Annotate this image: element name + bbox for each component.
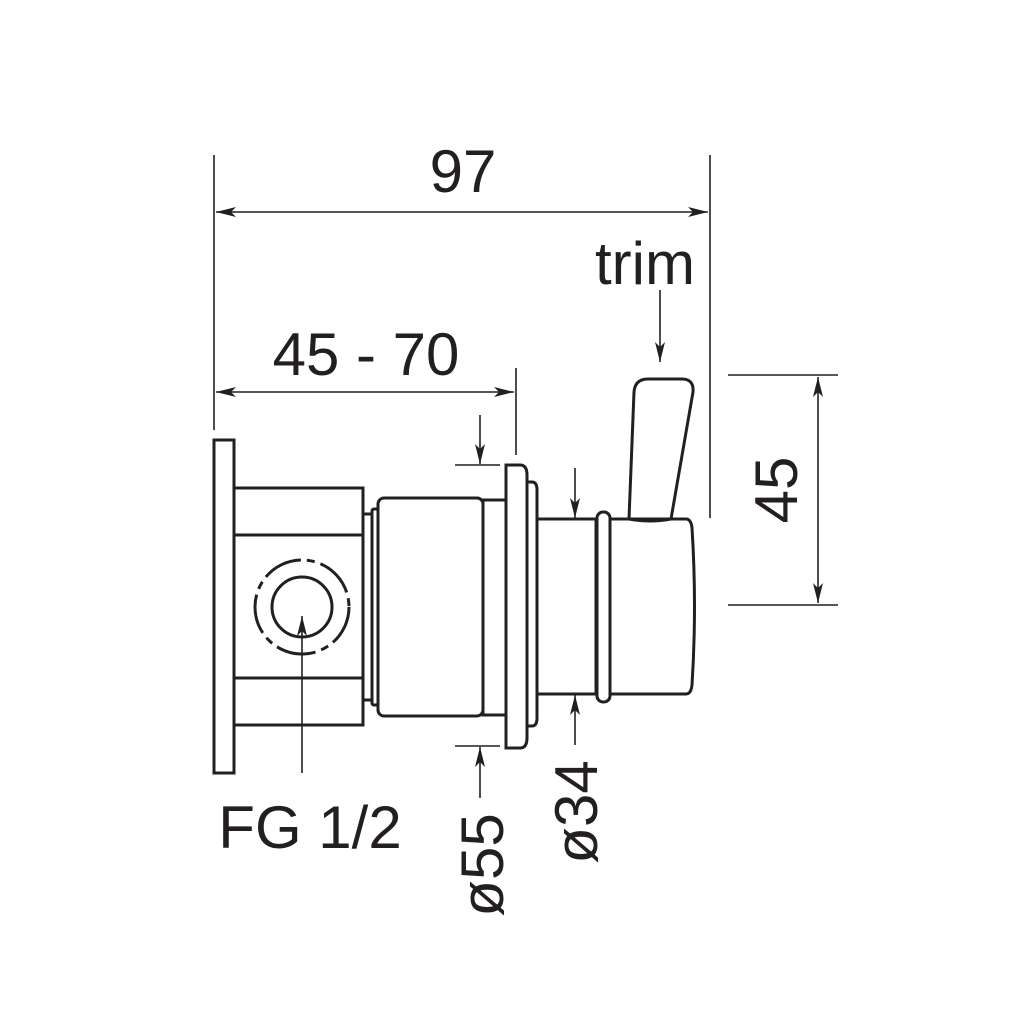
trim-sleeve (535, 517, 598, 696)
label-trim: trim (595, 230, 695, 297)
wall-flange (212, 438, 236, 775)
handle-knob (608, 517, 696, 696)
label-flange-diameter: ø55 (449, 813, 516, 916)
label-sleeve-diameter: ø34 (543, 760, 610, 863)
label-height: 45 (743, 457, 810, 524)
valve-body (212, 377, 696, 775)
lever-handle (627, 377, 695, 523)
dimension-lines (213, 155, 838, 798)
label-connection: FG 1/2 (218, 794, 401, 861)
extension-neck (481, 498, 508, 717)
valve-housing (232, 486, 365, 727)
trim-rosette (504, 463, 529, 750)
label-depth-range: 45 - 70 (273, 321, 460, 388)
label-overall-length: 97 (430, 138, 497, 205)
extension-drum (376, 496, 485, 718)
sleeve-ring (595, 510, 612, 704)
